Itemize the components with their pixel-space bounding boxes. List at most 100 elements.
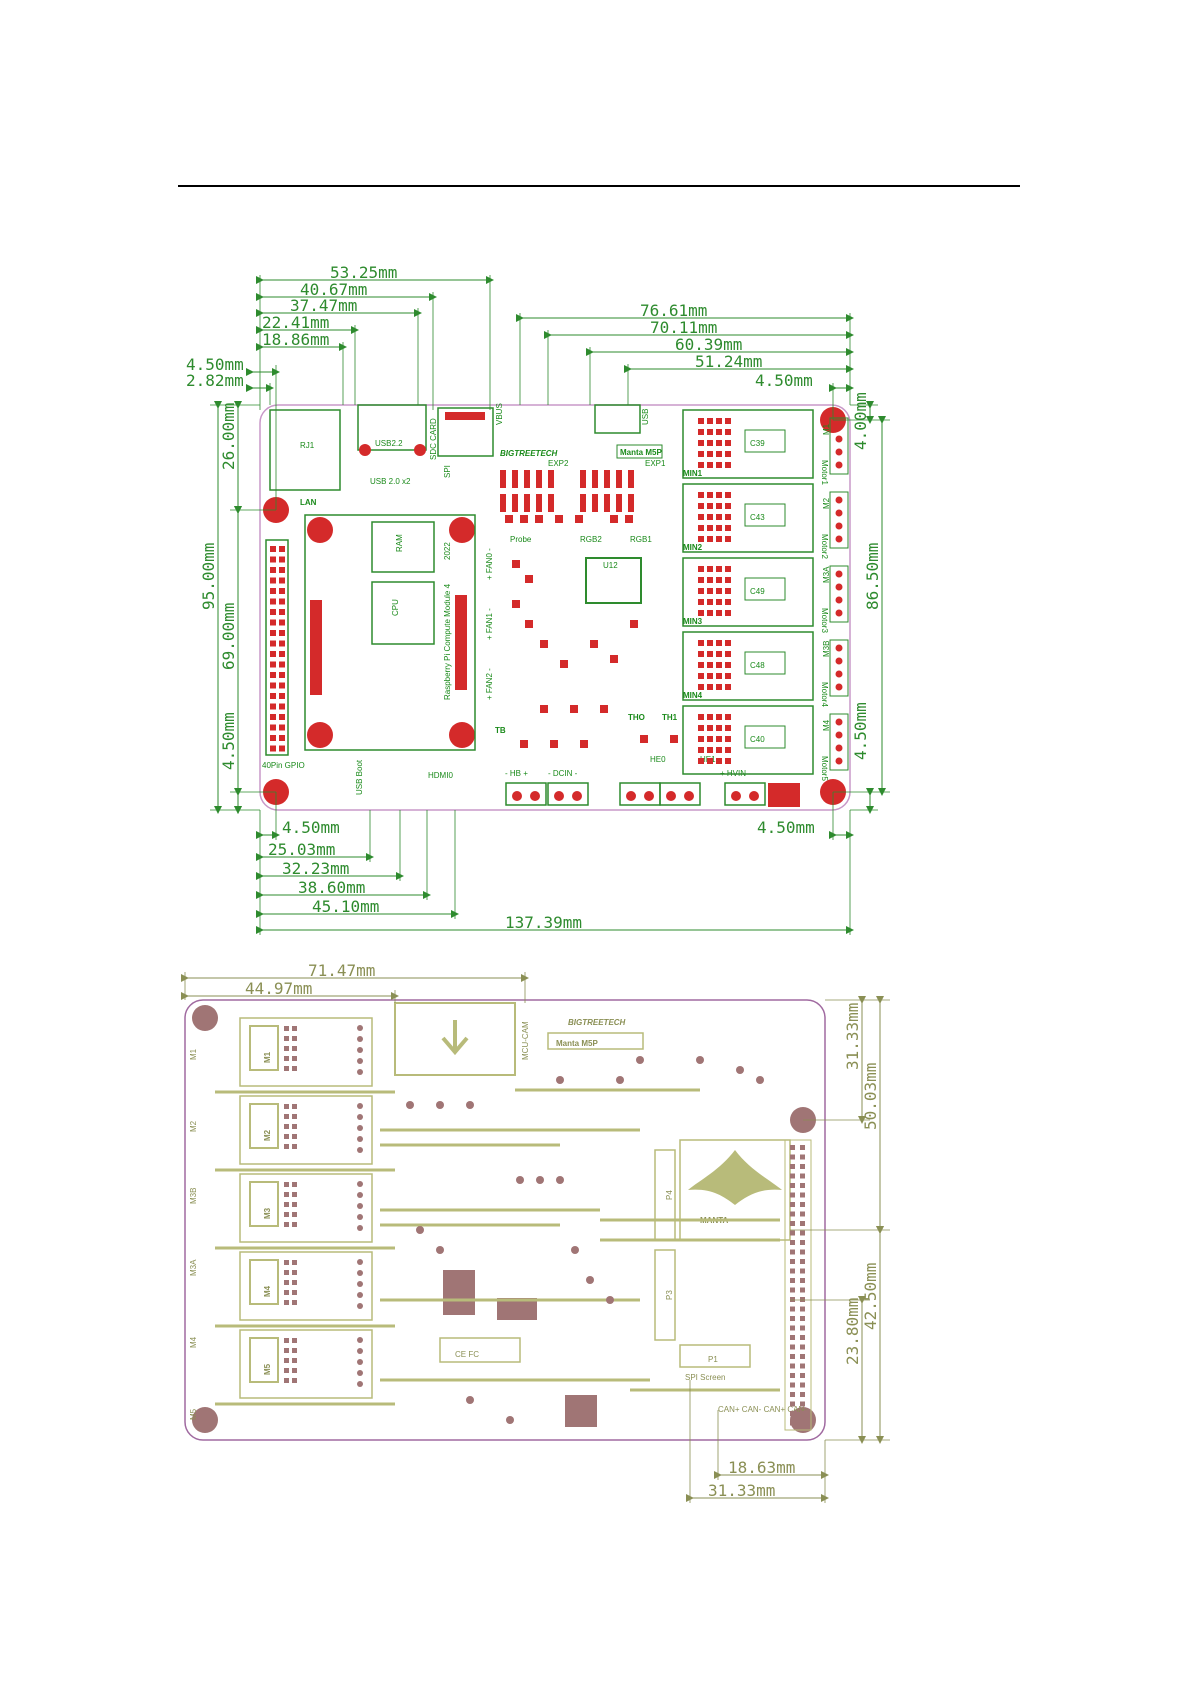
edge-pin bbox=[790, 1240, 795, 1245]
driver-label: M1 bbox=[263, 1051, 272, 1063]
lan-port bbox=[269, 409, 341, 491]
driver-pad bbox=[292, 1134, 297, 1139]
motor-connector bbox=[829, 565, 849, 623]
driver-pad bbox=[292, 1270, 297, 1275]
driver-pin bbox=[716, 758, 722, 764]
driver-pin bbox=[698, 588, 704, 594]
edge-pin bbox=[800, 1221, 805, 1226]
driver-pin bbox=[707, 566, 713, 572]
motor-pin bbox=[835, 731, 843, 739]
driver-pin bbox=[716, 577, 722, 583]
driver-pin bbox=[725, 536, 731, 542]
dcin-label: - DCIN - bbox=[548, 769, 578, 778]
driver-pin bbox=[357, 1103, 363, 1109]
he0-label: HE0 bbox=[650, 755, 666, 764]
motor-pin bbox=[835, 583, 843, 591]
mount-hole-icon bbox=[192, 1407, 218, 1433]
driver-pin bbox=[698, 566, 704, 572]
driver-pad bbox=[292, 1026, 297, 1031]
edge-pin bbox=[800, 1202, 805, 1207]
lan-label: LAN bbox=[300, 498, 317, 507]
terminal-pad bbox=[530, 791, 540, 801]
driver-pad bbox=[292, 1056, 297, 1061]
driver-pin bbox=[716, 536, 722, 542]
driver-pin bbox=[725, 714, 731, 720]
driver-pin bbox=[707, 588, 713, 594]
screw-terminal bbox=[659, 782, 701, 806]
driver-pin bbox=[357, 1225, 363, 1231]
driver-pin bbox=[707, 758, 713, 764]
smd-pad bbox=[520, 515, 528, 523]
gpio-pin bbox=[279, 682, 285, 689]
driver-pin bbox=[725, 725, 731, 731]
connector-label: M3A bbox=[822, 566, 831, 583]
gpio-pin bbox=[270, 651, 276, 657]
driver-pin bbox=[707, 462, 713, 468]
driver-pin bbox=[716, 640, 722, 646]
motor-label: Motor5 bbox=[820, 756, 829, 781]
capacitor-outline bbox=[744, 503, 786, 527]
mount-hole-icon bbox=[307, 722, 333, 748]
exp-pin bbox=[628, 494, 634, 512]
driver-pad bbox=[292, 1260, 297, 1265]
driver-pin bbox=[707, 440, 713, 446]
via-pad bbox=[436, 1101, 444, 1109]
terminal-pad bbox=[554, 791, 564, 801]
usb-c-port bbox=[594, 404, 641, 434]
dimension-label: 18.86mm bbox=[262, 330, 329, 349]
gpio-pin bbox=[270, 630, 276, 636]
driver-pin bbox=[707, 418, 713, 424]
driver-label: M2 bbox=[263, 1129, 272, 1141]
smd-pad bbox=[512, 600, 520, 608]
driver-id-box bbox=[249, 1337, 279, 1383]
probe-label: Probe bbox=[510, 535, 532, 544]
smd-pad bbox=[550, 740, 558, 748]
cm4-label: Raspberry Pi Compute Module 4 bbox=[443, 583, 452, 700]
driver-pin bbox=[698, 503, 704, 509]
side-connector-label: M2 bbox=[189, 1120, 198, 1132]
smd-pad bbox=[670, 735, 678, 743]
usb-port bbox=[357, 404, 427, 451]
capacitor-outline bbox=[744, 725, 786, 749]
smd-pad bbox=[575, 515, 583, 523]
exp-pin bbox=[548, 494, 554, 512]
driver-pin bbox=[725, 588, 731, 594]
capacitor-label: C43 bbox=[750, 513, 765, 522]
rgb2-label: RGB2 bbox=[580, 535, 602, 544]
edge-pin bbox=[790, 1354, 795, 1359]
driver-pin bbox=[725, 662, 731, 668]
side-connector-label: M3B bbox=[189, 1188, 198, 1204]
driver-pin bbox=[725, 566, 731, 572]
dimension-label: 2.82mm bbox=[186, 371, 244, 390]
gpio-pin bbox=[279, 735, 285, 741]
motor-pin bbox=[835, 596, 843, 604]
driver-pin bbox=[357, 1381, 363, 1387]
top-view: CPU RAM Raspberry Pi Compute Module 4 20… bbox=[186, 263, 890, 935]
driver-pin bbox=[357, 1147, 363, 1153]
driver-pin bbox=[725, 462, 731, 468]
driver-pin bbox=[357, 1058, 363, 1064]
edge-pin bbox=[800, 1249, 805, 1255]
driver-pin bbox=[716, 610, 722, 616]
bottom-view: BIGTREETECH Manta M5P MCU-CAM MANTA P4 P… bbox=[181, 961, 890, 1503]
edge-pin bbox=[790, 1259, 795, 1264]
edge-pin bbox=[800, 1211, 805, 1217]
driver-pin bbox=[725, 684, 731, 690]
motor-pin bbox=[835, 435, 843, 443]
dimension-label: 53.25mm bbox=[330, 263, 397, 282]
motor-connector bbox=[829, 713, 849, 771]
gpio-pin bbox=[279, 567, 285, 573]
gpio-pin bbox=[279, 556, 285, 563]
driver-pad bbox=[284, 1300, 289, 1305]
exp-pin bbox=[580, 494, 586, 512]
dimension-label: 26.00mm bbox=[219, 403, 238, 470]
via-pad bbox=[406, 1101, 414, 1109]
gpio-header bbox=[265, 539, 289, 756]
driver-pin bbox=[725, 610, 731, 616]
edge-pin bbox=[790, 1230, 795, 1236]
driver-pin bbox=[707, 640, 713, 646]
edge-pin bbox=[800, 1382, 805, 1388]
smd-pad bbox=[525, 575, 533, 583]
via-pad bbox=[536, 1176, 544, 1184]
